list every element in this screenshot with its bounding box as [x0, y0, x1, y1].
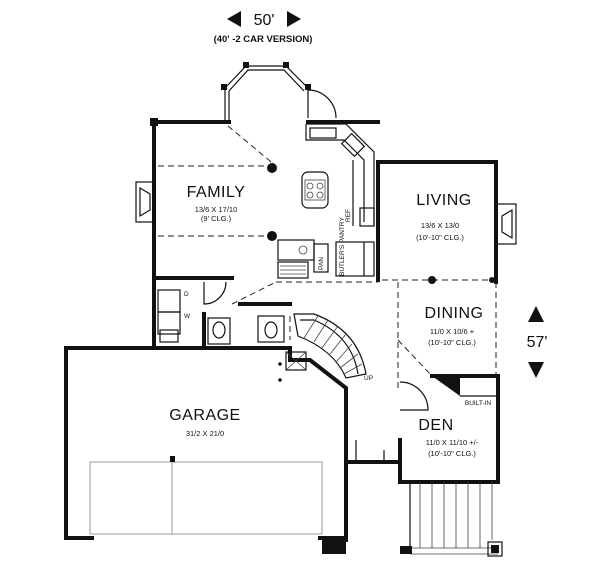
garage-name: GARAGE: [169, 407, 240, 424]
built-in-cabinet: [432, 376, 460, 396]
garage-door-left: [89, 461, 173, 535]
den: BUILT-IN DEN 11/0 X 11/10 +/- (10'-10" C…: [398, 374, 500, 484]
entry: [322, 440, 503, 557]
family-name: FAMILY: [187, 184, 246, 201]
garage-door-right: [171, 461, 323, 535]
column-icon: [267, 231, 277, 241]
living-size: 13/6 X 13/0: [421, 221, 459, 230]
column-icon: [428, 276, 436, 284]
stair: UP: [289, 313, 373, 382]
bay-window: [221, 62, 337, 120]
width-note: (40' -2 CAR VERSION): [214, 34, 313, 45]
up-label: UP: [364, 375, 373, 382]
butlers-pantry: [335, 241, 375, 277]
kitchen: REF BUTLER'S PANTRY PAN: [277, 123, 375, 279]
dining-room: DINING 11/0 X 10/6 + (10'-10" CLG.): [397, 282, 497, 392]
pan-label: PAN: [318, 257, 325, 270]
living-ceiling: (10'-10" CLG.): [416, 233, 464, 242]
den-ceiling: (10'-10" CLG.): [428, 449, 476, 458]
washer: [157, 289, 181, 313]
ref-label: REF: [345, 209, 352, 222]
den-name: DEN: [418, 417, 453, 434]
arrow-down-icon: [528, 362, 544, 378]
family-size: 13/6 X 17/10: [195, 205, 238, 214]
arrow-right-icon: [287, 11, 301, 27]
toilet-icon: [212, 321, 226, 339]
kitchen-island: [301, 171, 329, 209]
dryer-label: D: [184, 291, 189, 298]
fireplace-icon: [495, 203, 517, 245]
column-icon: [267, 163, 277, 173]
den-door: [399, 381, 429, 411]
porch-railing: [410, 482, 498, 555]
dryer: [157, 311, 181, 335]
fireplace-icon: [135, 181, 155, 223]
washer-label: W: [184, 313, 191, 320]
family-ceiling: (9' CLG.): [201, 214, 232, 223]
sink-icon: [340, 132, 366, 158]
garage-size: 31/2 X 21/0: [186, 429, 224, 438]
dining-size: 11/0 X 10/6 +: [430, 327, 475, 336]
living-room: LIVING 13/6 X 13/0 (10'-10" CLG.): [376, 160, 517, 284]
depth-dimension: 57': [527, 306, 548, 378]
butlers-pantry-label: BUTLER'S PANTRY: [339, 217, 346, 276]
width-dimension: 50' (40' -2 CAR VERSION): [214, 11, 313, 45]
built-in-label: BUILT-IN: [465, 400, 492, 407]
nook-door: [307, 89, 337, 119]
depth-label: 57': [527, 334, 548, 351]
family-room: FAMILY 13/6 X 17/10 (9' CLG.): [135, 118, 380, 280]
column-icon: [489, 277, 495, 283]
laundry-door: [203, 281, 227, 305]
den-size: 11/0 X 11/10 +/-: [426, 438, 479, 447]
dining-name: DINING: [425, 305, 484, 322]
arrow-left-icon: [227, 11, 241, 27]
living-name: LIVING: [416, 192, 471, 209]
dining-ceiling: (10'-10" CLG.): [428, 338, 476, 347]
sink-icon: [264, 321, 278, 339]
arrow-up-icon: [528, 306, 544, 322]
porch-post-icon: [487, 541, 503, 557]
laundry: D W: [152, 276, 378, 350]
water-heater: [285, 351, 307, 371]
garage: GARAGE 31/2 X 21/0: [64, 346, 348, 542]
refrigerator: [359, 207, 375, 227]
width-label: 50': [254, 12, 275, 29]
